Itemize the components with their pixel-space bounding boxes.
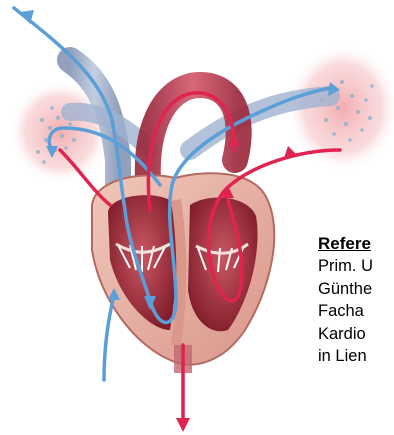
reference-text-block: Refere Prim. U Günthe Facha Kardio in Li… bbox=[318, 233, 394, 368]
reference-line-3: Facha bbox=[318, 300, 394, 323]
reference-line-4: Kardio bbox=[318, 323, 394, 346]
arrowhead-descending bbox=[176, 418, 190, 432]
reference-line-1: Prim. U bbox=[318, 255, 394, 278]
reference-line-2: Günthe bbox=[318, 278, 394, 301]
reference-line-5: in Lien bbox=[318, 345, 394, 368]
reference-heading: Refere bbox=[318, 233, 394, 255]
arrowhead-pulmonary-vein bbox=[284, 146, 298, 158]
heart bbox=[92, 173, 274, 364]
